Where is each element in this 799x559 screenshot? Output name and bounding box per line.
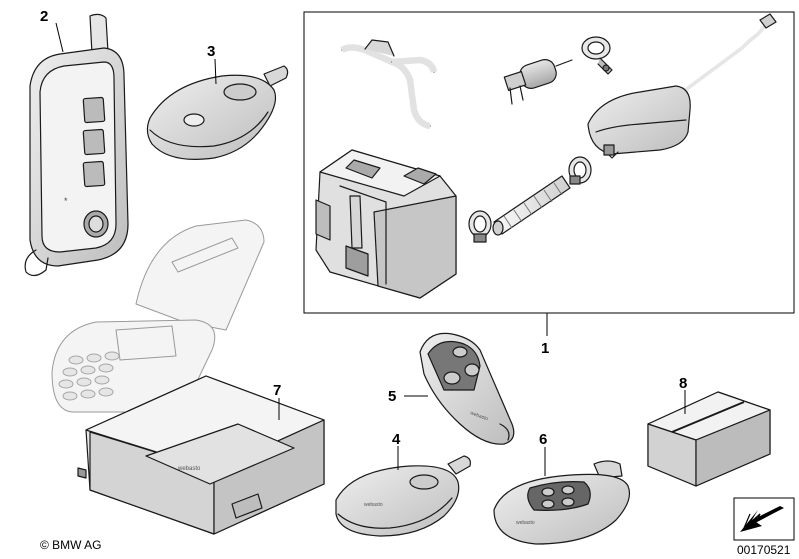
leader-3	[214, 58, 217, 85]
coolant-hose	[340, 39, 438, 130]
callout-5: 5	[388, 388, 396, 405]
copyright-text: © BMW AG	[40, 538, 102, 552]
callout-2: 2	[40, 8, 48, 25]
flexible-pipe	[492, 175, 571, 236]
hose-clamp-left	[468, 210, 492, 243]
exhaust-silencer	[587, 13, 777, 159]
callout-4: 4	[392, 431, 401, 448]
leader-2	[55, 22, 64, 53]
packaging-box-8	[647, 391, 771, 487]
remote-transmitter-3	[146, 65, 289, 160]
dosing-pump	[503, 59, 573, 105]
arrow-down-left-icon	[733, 497, 795, 541]
mobile-phone-illustration	[51, 219, 265, 413]
remote-transmitter-6: webasto	[493, 460, 631, 545]
callout-7: 7	[273, 382, 281, 399]
svg-text:webasto: webasto	[177, 466, 201, 472]
svg-text:webasto: webasto	[364, 502, 383, 508]
callout-1: 1	[541, 340, 549, 357]
remote-transmitter-2: *	[24, 13, 129, 277]
remote-transmitter-4: webasto	[335, 455, 471, 537]
callout-8: 8	[679, 375, 687, 392]
callout-6: 6	[539, 431, 547, 448]
diagram-number: 00170521	[737, 543, 791, 557]
heater-unit	[315, 149, 457, 299]
remote-transmitter-5: webasto	[419, 332, 515, 445]
bracket-clamp	[581, 36, 613, 75]
callout-3: 3	[207, 43, 215, 60]
svg-text:*: *	[64, 196, 68, 206]
kit-frame	[303, 11, 795, 314]
svg-text:webasto: webasto	[516, 520, 535, 526]
hose-clamp-right	[568, 156, 592, 185]
control-module-7: webasto	[77, 375, 325, 535]
